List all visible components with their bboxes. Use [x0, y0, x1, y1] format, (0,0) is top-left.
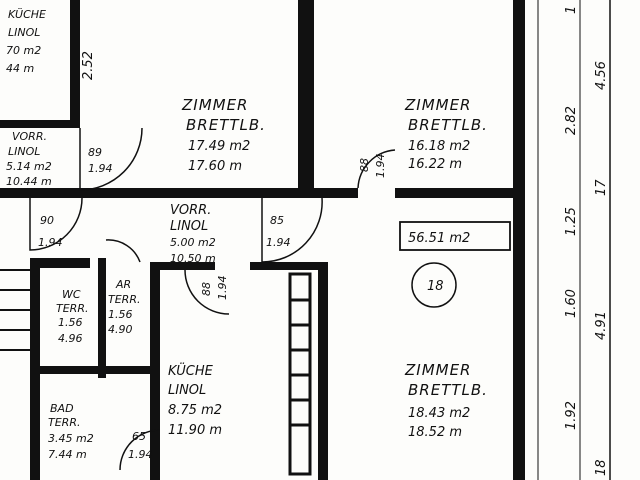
room-area: 18.43 m2 [408, 406, 470, 421]
door-height: 1.94 [88, 162, 113, 175]
dimension-value: 1.92 [564, 401, 579, 430]
room-floor: LINOL [8, 145, 40, 158]
room-wc: WC TERR. 1.56 4.96 [56, 288, 88, 345]
room-name: VORR. [170, 203, 211, 218]
room-perimeter: 4.96 [58, 332, 83, 345]
door-height: 1.94 [216, 276, 229, 301]
room-area: 1.56 [108, 308, 133, 321]
room-perimeter: 18.52 m [408, 425, 462, 440]
dimension-value: 4.56 [594, 61, 609, 90]
door-width: 88 [358, 158, 371, 172]
room-name: VORR. [12, 130, 47, 143]
door-labels: 89 1.94 88 1.94 90 1.94 85 1.94 88 1.94 … [38, 146, 387, 461]
total-area-box [399, 221, 511, 251]
room-floor: TERR. [56, 302, 88, 315]
room-name: ZIMMER [404, 361, 471, 379]
room-name: KÜCHE [168, 362, 214, 379]
room-ar: AR TERR. 1.56 4.90 [108, 278, 140, 336]
room-area: 5.00 m2 [170, 236, 216, 249]
room-floor: LINOL [168, 383, 206, 398]
room-vorr-left: VORR. LINOL 5.14 m2 10.44 m [6, 130, 52, 188]
door-width: 65 [132, 430, 146, 443]
room-kueche-top: KÜCHE LINOL 70 m2 44 m [6, 8, 46, 75]
room-area: 5.14 m2 [6, 160, 52, 173]
door-swings [29, 0, 611, 480]
door-height: 1.94 [38, 236, 63, 249]
room-area: 17.49 m2 [188, 139, 250, 154]
room-name: BAD [50, 402, 74, 415]
room-zimmer-c: ZIMMER BRETTLB. 18.43 m2 18.52 m [404, 361, 488, 440]
room-floor: BRETTLB. [408, 116, 488, 134]
door-width: 89 [88, 146, 102, 159]
room-name: WC [62, 288, 81, 301]
window-column [288, 272, 312, 476]
room-vorr-center: VORR. LINOL 5.00 m2 10.50 m [170, 203, 216, 265]
room-floor: TERR. [48, 416, 80, 429]
room-bad: BAD TERR. 3.45 m2 7.44 m [48, 402, 94, 461]
dimension-value: 17 [594, 179, 609, 196]
room-area: 8.75 m2 [168, 403, 222, 418]
room-kueche-main: KÜCHE LINOL 8.75 m2 11.90 m [168, 362, 222, 438]
door-width: 90 [40, 214, 54, 227]
room-name: AR [115, 278, 131, 291]
walls [0, 0, 525, 480]
dimension-value: 1.25 [564, 207, 579, 236]
door-height: 1.94 [128, 448, 153, 461]
dimension-value: 2.82 [564, 106, 579, 135]
room-perimeter: 17.60 m [188, 159, 242, 174]
room-area: 3.45 m2 [48, 432, 94, 445]
room-perimeter: 44 m [6, 62, 34, 75]
room-floor: BRETTLB. [408, 381, 488, 399]
room-perimeter: 11.90 m [168, 423, 222, 438]
room-zimmer-a: ZIMMER BRETTLB. 17.49 m2 17.60 m [181, 96, 266, 174]
door-height: 1.94 [374, 154, 387, 179]
room-area: 16.18 m2 [408, 139, 470, 154]
room-area: 1.56 [58, 316, 83, 329]
room-perimeter: 7.44 m [48, 448, 87, 461]
dimension-value: 1 [564, 6, 579, 14]
door-width: 88 [200, 282, 213, 296]
room-perimeter: 4.90 [108, 323, 133, 336]
room-name: KÜCHE [8, 8, 46, 21]
stairs [0, 269, 30, 351]
dimension-value: 1.60 [564, 289, 579, 318]
unit-number: 18 [427, 279, 444, 294]
room-floor: LINOL [8, 26, 40, 39]
room-perimeter: 10.50 m [170, 252, 216, 265]
dimension-value: 18 [594, 459, 609, 476]
room-perimeter: 10.44 m [6, 175, 52, 188]
room-perimeter: 16.22 m [408, 157, 462, 172]
room-name: ZIMMER [181, 96, 248, 114]
dimension-chain: 1 4.56 2.82 17 1.25 1.60 4.91 1.92 18 [564, 6, 609, 476]
dimension-left-wall: 2.52 [81, 51, 96, 80]
room-floor: TERR. [108, 293, 140, 306]
room-floor: LINOL [170, 219, 208, 234]
door-width: 85 [270, 214, 284, 227]
room-floor: BRETTLB. [186, 116, 266, 134]
total-area: 56.51 m2 [408, 231, 470, 246]
room-zimmer-b: ZIMMER BRETTLB. 16.18 m2 16.22 m [404, 96, 488, 172]
dimension-value: 4.91 [594, 311, 609, 340]
room-name: ZIMMER [404, 96, 471, 114]
door-height: 1.94 [266, 236, 291, 249]
room-area: 70 m2 [6, 44, 41, 57]
unit-circle [411, 262, 457, 308]
